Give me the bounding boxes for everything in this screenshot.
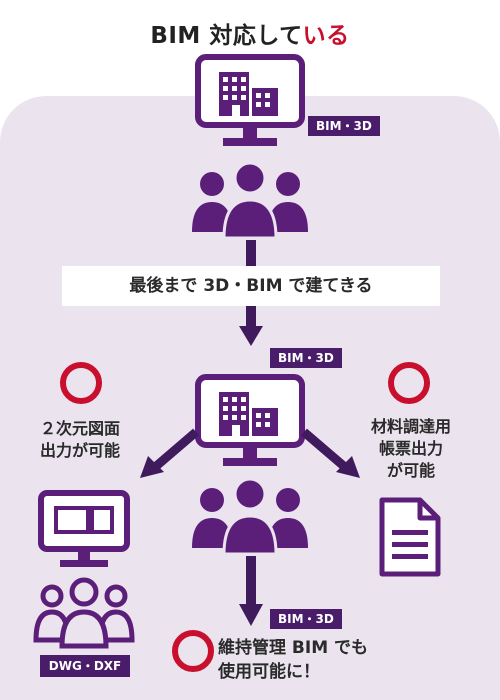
circle-mark-icon — [172, 630, 214, 672]
badge-bim-3d-bottom: BIM・3D — [270, 609, 342, 629]
arrow-down-left-icon — [140, 428, 199, 478]
arrow-down-icon — [239, 556, 263, 626]
title-accent: いる — [302, 23, 350, 49]
badge-bim-3d-middle: BIM・3D — [270, 348, 342, 368]
label-line: 材料調達用 — [370, 417, 451, 436]
page-title: BIM 対応している — [0, 16, 500, 50]
badge-bim-3d-top: BIM・3D — [308, 116, 380, 136]
label-line: 使用可能に！ — [218, 662, 320, 682]
label-line: ２次元図面 — [39, 419, 120, 438]
label-maintenance-bim: 維持管理 BIM でも 使用可能に！ — [218, 636, 418, 684]
title-main: BIM 対応して — [150, 23, 303, 49]
people-icon — [192, 161, 308, 240]
banner-3d-bim: 最後まで 3D・BIM で建てきる — [62, 266, 440, 306]
people-icon — [192, 477, 308, 556]
people-outline-icon — [33, 577, 135, 649]
label-2d-drawing: ２次元図面 出力が可能 — [20, 418, 140, 462]
label-material-report: 材料調達用 帳票出力 が可能 — [352, 416, 470, 482]
label-line: 出力が可能 — [39, 441, 120, 460]
label-line: 維持管理 BIM でも — [218, 638, 369, 658]
monitor-building-icon — [195, 54, 305, 146]
circle-mark-icon — [388, 362, 430, 404]
monitor-plan-icon — [38, 490, 130, 567]
arrow-down-icon — [239, 240, 263, 346]
arrow-down-right-icon — [301, 428, 360, 478]
label-line: が可能 — [386, 461, 435, 480]
dwg-dxf-label: DWG・DXF — [40, 655, 130, 677]
document-icon — [379, 497, 441, 577]
monitor-building-icon — [195, 374, 305, 466]
circle-mark-icon — [60, 362, 102, 404]
label-line: 帳票出力 — [378, 439, 443, 458]
